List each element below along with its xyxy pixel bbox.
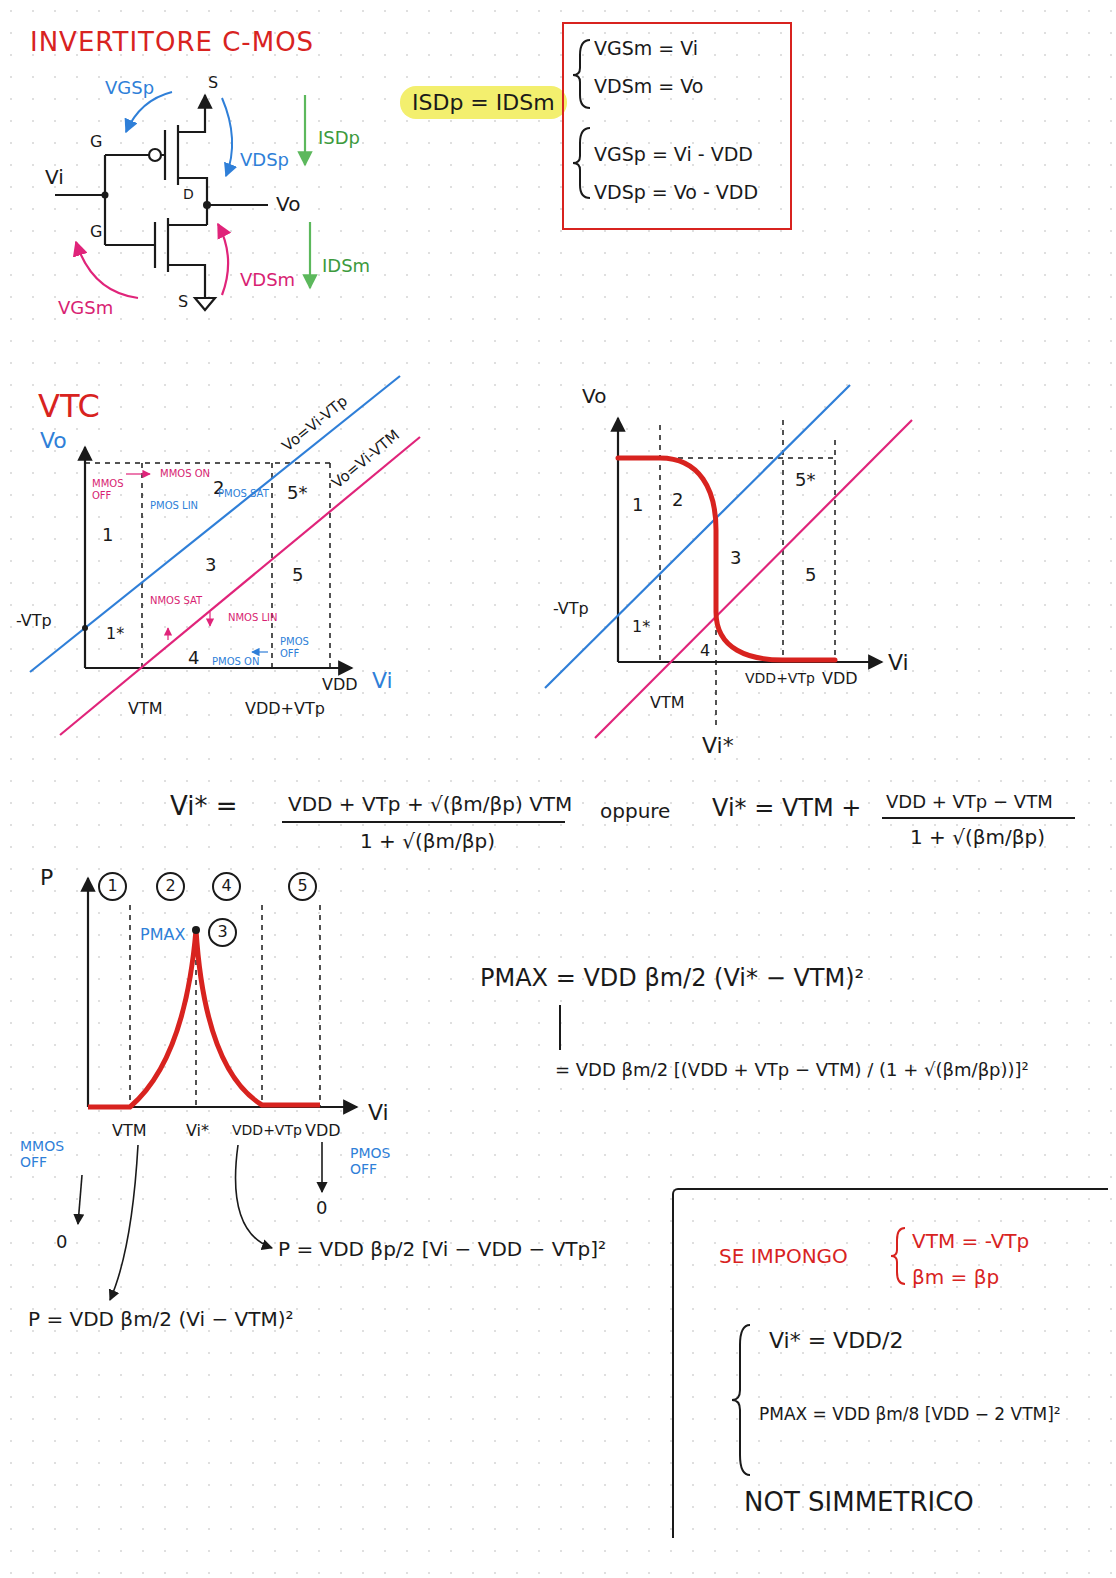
note-label: G [90,223,102,241]
note-label: VDSm [240,270,295,291]
note-label: VDD + VTp + √(βm/βp) VTM [288,793,572,816]
note-label: 5 [292,565,303,586]
note-box: VGSm = Vi VDSm = Vo VGSp = Vi - VDD VDSp = … [562,22,792,230]
note-label: S [208,74,218,92]
note-label: VTM [128,700,163,718]
note-label: PMOS SAT [218,488,269,500]
note-label: D [183,186,194,202]
node-text: ISDp = IDSm [412,90,555,115]
note-label: Vi [372,668,393,693]
note-label: Vi* = VTM + [712,795,861,823]
note-label: -VTp [553,600,589,618]
note-label: VDD+VTp [232,1122,302,1138]
note-label: MMOS OFF [20,1138,70,1170]
note-label: Vo [276,193,300,216]
note-label: 3 [205,555,216,576]
note-label: Vo [40,428,67,453]
note-label: Vi [45,166,64,189]
callout-circle: 2 [156,872,185,901]
note-label: 3 [730,548,741,569]
callout-circle: 5 [288,872,317,901]
note-label: 1 [102,525,113,546]
note-label: Vi* = [170,792,238,822]
note-label: PMOS OFF [350,1145,400,1177]
note-label: -VTp [16,612,52,630]
note-label: 0 [56,1232,67,1253]
highlight-box: ISDp = IDSm [400,86,567,119]
note-label: 0 [316,1198,327,1219]
note-label: 5* [287,483,307,504]
note-label: PMAX = VDD βm/2 (Vi* − VTM)² [480,965,864,993]
note-label: VDD [322,676,358,694]
page-title: INVERTITORE C-MOS [30,28,314,58]
note-label: 5* [795,470,815,491]
node-text: VDSm = Vo [594,76,703,98]
note-label: 1* [632,618,650,636]
note-label: VDD + VTp − VTM [886,792,1053,813]
note-label: PMOS LIN [150,500,198,512]
node-text: NOT SIMMETRICO [744,1488,974,1518]
node-text: 4 [221,877,231,895]
callout-circle: 1 [98,872,127,901]
note-label: Vi* [702,733,734,758]
note-label: VDD+VTp [745,670,815,686]
note-label: Vi [888,650,909,675]
node-text: Vi* = VDD/2 [769,1328,903,1353]
note-label: P [40,865,53,890]
note-label: PMOS OFF [280,636,316,659]
note-label: VTM [112,1122,147,1140]
note-label: VDSp [240,150,289,171]
callout-circle: 4 [212,872,241,901]
note-label: Vo [582,385,606,408]
note-box: SE IMPONGO VTM = -VTp βm = βp Vi* = VDD/2PM… [672,1188,1108,1538]
note-label: VTM [650,694,685,712]
note-label: = VDD βm/2 [(VDD + VTp − VTM) / (1 + √(β… [555,1060,1100,1081]
note-label: IDSm [322,256,370,277]
note-label: VDD [822,670,858,688]
cmos-inverter-symbol [55,95,268,310]
node-text: VGSp = Vi - VDD [594,144,753,166]
note-label: VDD [305,1122,341,1140]
note-label: G [90,133,102,151]
node-text: VDSp = Vo - VDD [594,182,758,204]
node-text: 1 [107,877,117,895]
note-label: 1 + √(βm/βp) [910,826,1045,849]
note-label: VDD+VTp [245,700,325,718]
node-text: 2 [165,877,175,895]
note-label: 2 [672,490,683,511]
node-text: 3 [217,923,227,941]
note-label: PMOS ON [212,656,259,668]
note-label: Vi* [186,1122,209,1140]
note-label: PMAX [140,926,185,944]
note-label: MMOS ON [160,468,210,480]
note-label: oppure [600,800,670,823]
node-text: βm = βp [912,1266,999,1289]
node-text: PMAX = VDD βm/8 [VDD − 2 VTM]² [759,1405,1061,1425]
note-label: NMOS SAT [150,595,202,607]
note-label: VGSp [105,78,154,99]
note-label: NMOS LIN [228,612,278,624]
note-label: VTC [38,388,100,425]
note-label: 4 [700,642,710,660]
note-label: 5 [805,565,816,586]
note-label: P = VDD βm/2 (Vi − VTM)² [28,1308,294,1331]
note-label: VGSm [58,298,113,319]
note-label: 1* [106,625,124,643]
node-text: 5 [297,877,307,895]
callout-circle: 3 [208,918,237,947]
node-text: SE IMPONGO [719,1245,848,1268]
note-label: 4 [188,648,199,669]
note-label: ISDp [318,128,360,149]
note-label: 1 + √(βm/βp) [360,830,495,853]
note-label: S [178,293,188,311]
node-text: VGSm = Vi [594,38,698,60]
note-label: P = VDD βp/2 [Vi − VDD − VTp]² [278,1238,606,1261]
node-text: VTM = -VTp [912,1230,1029,1253]
note-label: MMOS OFF [92,478,128,501]
note-label: 1 [632,495,643,516]
note-label: Vi [368,1100,389,1125]
